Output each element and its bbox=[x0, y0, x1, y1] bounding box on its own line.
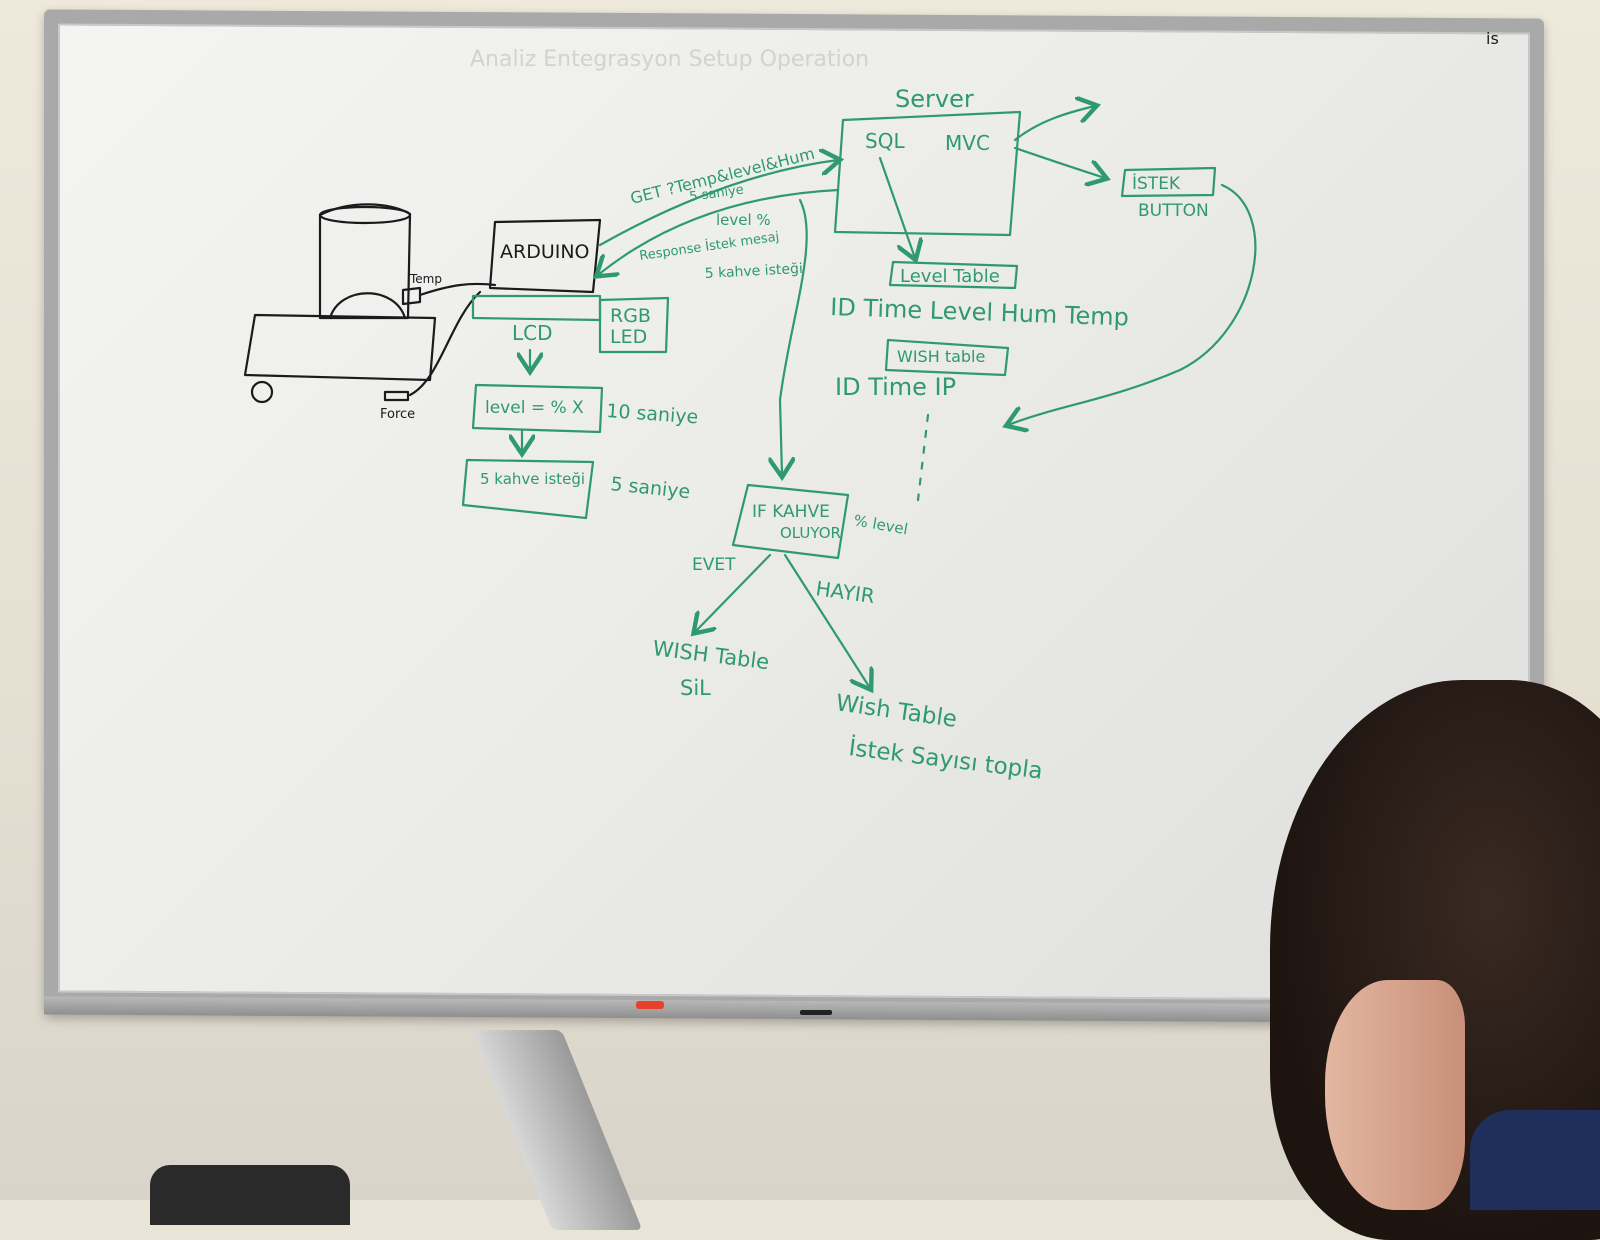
coffee-pot-curve bbox=[328, 292, 407, 320]
hayir-arrow bbox=[783, 553, 870, 688]
if-box bbox=[731, 483, 850, 560]
rgb-led-box bbox=[598, 296, 670, 354]
arduino-label: ARDUINO bbox=[500, 241, 590, 263]
person-shirt bbox=[1470, 1110, 1600, 1210]
level-box bbox=[471, 383, 604, 434]
temp-wire bbox=[418, 282, 497, 297]
response-arrow bbox=[598, 188, 840, 275]
temp-sensor-icon bbox=[401, 286, 422, 306]
level-table-box bbox=[888, 260, 1019, 290]
no-action-line2: İstek Sayısı topla bbox=[847, 733, 1044, 785]
red-marker bbox=[636, 1001, 664, 1009]
evet-label: EVET bbox=[692, 555, 736, 575]
kahve-istegi-box bbox=[461, 458, 595, 520]
istek-to-wish-arrow bbox=[1008, 183, 1257, 425]
sql-to-level-table-arrow bbox=[878, 156, 915, 258]
server-mvc-label: MVC bbox=[945, 131, 990, 155]
force-sensor-label: Force bbox=[380, 407, 415, 422]
rgb-label: RGB bbox=[610, 305, 651, 327]
if-line1: IF KAHVE bbox=[752, 502, 830, 522]
istek-box bbox=[1120, 166, 1217, 198]
whiteboard-diagram: Analiz Entegrasyon Setup Operation is Se… bbox=[243, 29, 1499, 785]
server-title: Server bbox=[895, 85, 974, 113]
if-line2: OLUYOR bbox=[780, 524, 841, 542]
person-face bbox=[1325, 980, 1465, 1210]
level-table-title: Level Table bbox=[900, 266, 1000, 287]
server-box bbox=[833, 110, 1022, 237]
force-sensor-icon bbox=[383, 390, 410, 402]
arduino-box bbox=[488, 218, 602, 294]
corner-mark: is bbox=[1486, 29, 1499, 48]
force-wire bbox=[408, 290, 482, 397]
wish-table-columns: ID Time IP bbox=[835, 373, 956, 401]
response-kahve: 5 kahve isteği bbox=[704, 261, 803, 282]
if-side-note: % level bbox=[852, 511, 909, 538]
yes-action-line2: SiL bbox=[680, 676, 711, 700]
response-level: level % bbox=[716, 211, 771, 229]
button-label: BUTTON bbox=[1138, 201, 1209, 221]
lcd-label: LCD bbox=[512, 321, 553, 345]
hayir-label: HAYIR bbox=[814, 576, 876, 608]
mvc-arrow-up bbox=[1013, 106, 1095, 142]
level-box-label: level = % X bbox=[485, 398, 584, 418]
black-marker bbox=[800, 1010, 832, 1015]
wish-table-box bbox=[884, 338, 1010, 377]
no-action-line1: Wish Table bbox=[834, 690, 958, 733]
temp-sensor-label: Temp bbox=[409, 272, 442, 286]
kahve-istegi-label: 5 kahve isteği bbox=[480, 470, 585, 488]
mvc-arrow-to-istek bbox=[1013, 146, 1105, 178]
level-box-note: 10 saniye bbox=[606, 400, 699, 428]
kahve-istegi-note: 5 saniye bbox=[609, 473, 691, 503]
wish-table-title: WISH table bbox=[897, 347, 985, 366]
get-request-arrow bbox=[598, 160, 838, 247]
coffee-pot-top bbox=[318, 205, 412, 225]
led-label: LED bbox=[610, 326, 647, 348]
chair-back bbox=[150, 1165, 350, 1225]
wish-table-dotted-line bbox=[916, 413, 930, 502]
server-to-if-arrow bbox=[780, 198, 808, 475]
faint-heading: Analiz Entegrasyon Setup Operation bbox=[470, 47, 869, 72]
level-table-columns: ID Time Level Hum Temp bbox=[830, 293, 1130, 331]
yes-action-line1: WISH Table bbox=[651, 636, 770, 674]
evet-arrow bbox=[695, 553, 772, 632]
machine-wheel-icon bbox=[250, 380, 274, 404]
server-sql-label: SQL bbox=[865, 129, 905, 153]
lcd-strip bbox=[471, 294, 602, 322]
istek-label: İSTEK bbox=[1132, 173, 1181, 194]
coffee-machine-base bbox=[243, 313, 437, 382]
